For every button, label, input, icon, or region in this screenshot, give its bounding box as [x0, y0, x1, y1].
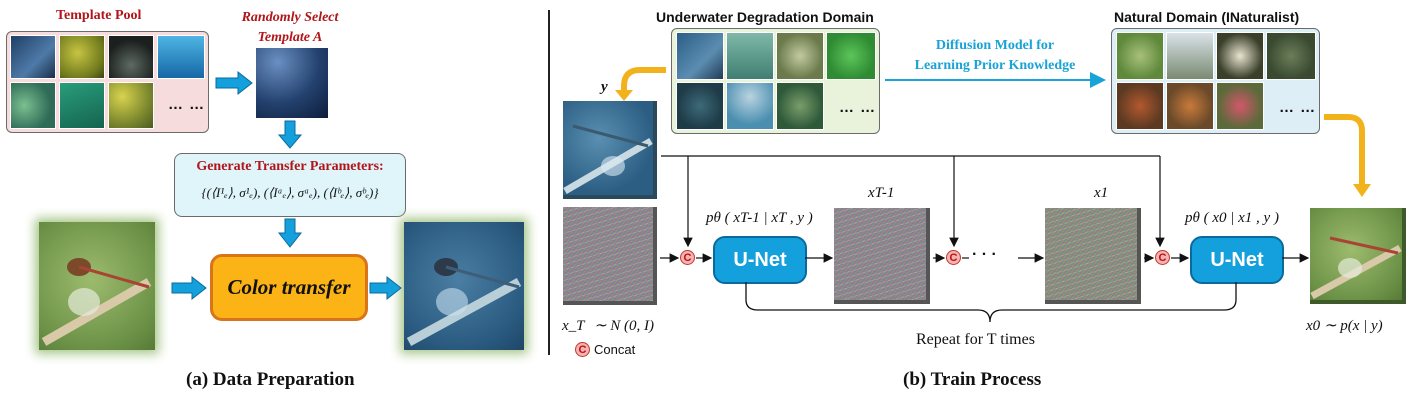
natural-image-5: [1116, 82, 1164, 130]
natural-image-2: [1166, 32, 1214, 80]
underwater-image-2: [726, 32, 774, 80]
arrow-transfer-to-output: [369, 275, 402, 301]
concat-badge-2: C: [946, 250, 961, 265]
x0-output-image: [1310, 208, 1406, 304]
xT-dist: ∼ N (0, I): [593, 318, 655, 334]
color-transfer-label: Color transfer: [227, 275, 351, 299]
natural-ellipsis: … …: [1279, 99, 1317, 116]
natural-domain-box: … …: [1111, 28, 1320, 134]
pool-image-1: [10, 35, 56, 79]
xT-sub: x_T: [562, 318, 585, 334]
dragonfly-drawing: [41, 258, 152, 346]
natural-image-3: [1216, 32, 1264, 80]
caption-train-process: (b) Train Process: [903, 369, 1042, 390]
xT-label: x_T ∼ N (0, I): [562, 316, 654, 335]
pool-image-4: [157, 35, 205, 79]
orange-arrowhead-y: [615, 90, 633, 101]
natural-image-6: [1166, 82, 1214, 130]
input-dragonfly-image: [39, 222, 155, 350]
xT-noise-image: [563, 207, 657, 305]
random-select-line1: Randomly Select: [241, 10, 339, 25]
left-arrows: [171, 70, 402, 301]
natural-domain-title: Natural Domain (INaturalist): [1114, 9, 1300, 25]
repeat-text: Repeat for T times: [916, 331, 1035, 348]
underwater-image-6: [726, 82, 774, 130]
unet-label-2: U-Net: [1210, 248, 1264, 271]
underwater-image-4: [826, 32, 876, 80]
underwater-image-7: [776, 82, 824, 130]
transfer-params-formula: {(⟨I¹ₑ⟩, σ¹ₑ), (⟨Iᵃₑ⟩, σᵃₑ), (⟨Iᵇₑ⟩, σᵇₑ…: [201, 185, 379, 200]
arrow-input-to-transfer: [171, 275, 207, 301]
random-select-label: Randomly Select Template A: [228, 8, 352, 48]
natural-image-4: [1266, 32, 1316, 80]
y-condition-image: [563, 101, 657, 199]
output-dragonfly-image: [404, 222, 524, 350]
transfer-params-box: Generate Transfer Parameters: {(⟨I¹ₑ⟩, σ…: [174, 153, 406, 217]
pool-image-3: [108, 35, 154, 79]
natural-image-7: [1216, 82, 1264, 130]
concat-legend-label: Concat: [594, 342, 636, 357]
pool-image-5: [10, 82, 56, 129]
panel-divider: [548, 10, 550, 355]
underwater-image-1: [676, 32, 724, 80]
color-transfer-button: Color transfer: [210, 254, 368, 321]
unet-block-1: U-Net: [713, 236, 807, 284]
orange-arrow-to-x0: [1324, 114, 1365, 185]
arrow-pool-to-template: [215, 70, 253, 96]
underwater-domain-title: Underwater Degradation Domain: [656, 9, 874, 25]
pool-ellipsis: … …: [168, 96, 206, 113]
unet-label-1: U-Net: [733, 248, 787, 271]
transfer-params-title: Generate Transfer Parameters:: [196, 159, 384, 174]
x0-dragonfly-drawing: [1310, 236, 1402, 300]
repeat-brace: [745, 282, 1237, 323]
underwater-image-5: [676, 82, 724, 130]
xT-1-label: xT-1: [868, 185, 895, 201]
pool-image-7: [108, 82, 154, 129]
p-theta-1: pθ ( xT-1 | xT , y ): [706, 210, 813, 226]
dragonfly-drawing-blue: [406, 258, 522, 346]
dots-ellipsis: · · ·: [972, 246, 997, 263]
diffusion-model-label: Diffusion Model for Learning Prior Knowl…: [885, 36, 1105, 76]
orange-arrow-to-y: [621, 67, 666, 92]
x1-image: [1045, 208, 1141, 304]
underwater-ellipsis: … …: [839, 99, 877, 116]
pool-image-2: [59, 35, 105, 79]
p-theta-2: pθ ( x0 | x1 , y ): [1185, 210, 1279, 226]
diffusion-line2: Learning Prior Knowledge: [914, 58, 1076, 73]
underwater-domain-box: … …: [671, 28, 880, 134]
unet-block-2: U-Net: [1190, 236, 1284, 284]
selected-template-image: [256, 48, 328, 118]
arrow-template-to-params: [277, 120, 303, 149]
caption-data-preparation: (a) Data Preparation: [186, 369, 355, 390]
natural-image-1: [1116, 32, 1164, 80]
y-dragonfly-drawing: [563, 124, 653, 195]
diffusion-line1: Diffusion Model for: [935, 38, 1055, 53]
pool-image-6: [59, 82, 105, 129]
arrow-params-to-transfer: [277, 218, 303, 248]
random-select-line2: Template A: [257, 30, 323, 45]
template-pool-box: … …: [6, 31, 209, 133]
xT-1-image: [834, 208, 930, 304]
template-pool-title: Template Pool: [56, 8, 142, 23]
x0-label: x0 ∼ p(x | y): [1306, 318, 1383, 334]
concat-badge-3: C: [1155, 250, 1170, 265]
y-label: y: [601, 79, 608, 95]
concat-badge-1: C: [680, 250, 695, 265]
concat-legend-badge: C: [575, 342, 590, 357]
x1-label: x1: [1094, 185, 1109, 201]
underwater-image-3: [776, 32, 824, 80]
orange-arrowhead-x0: [1353, 184, 1371, 197]
